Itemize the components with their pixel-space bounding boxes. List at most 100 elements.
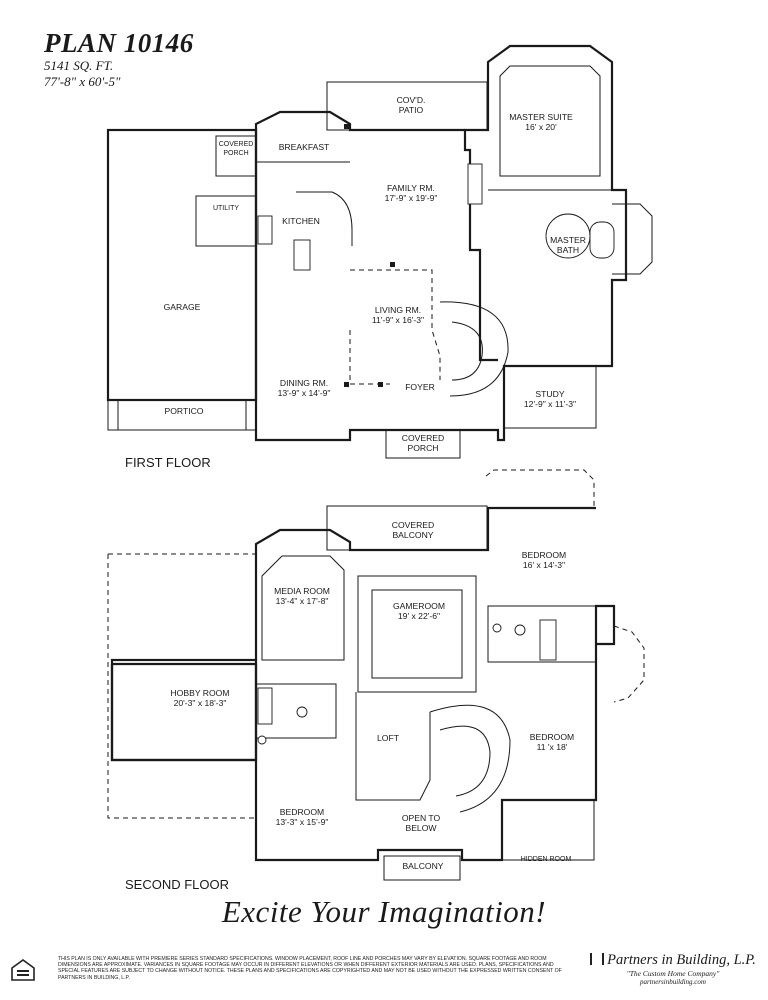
gameroom-outline: [357, 575, 477, 693]
open-to-below-label: OPEN TO: [402, 813, 441, 823]
bedroom-ne-label: BEDROOM: [522, 550, 566, 560]
front-porch-label: COVERED: [402, 433, 445, 443]
toilet-icon: [514, 624, 526, 636]
hobby-room-label: HOBBY ROOM: [170, 688, 229, 698]
covd-patio-label: COV'D.: [397, 95, 426, 105]
plan-header: PLAN 10146 5141 SQ. FT. 77'-8" x 60'-5": [44, 28, 194, 90]
loft-railing: [355, 692, 431, 801]
staircase-outer: [439, 301, 509, 397]
bathtub-icon: [589, 221, 615, 259]
column: [378, 382, 383, 387]
bathtub-icon: [257, 687, 273, 725]
front-balcony-outline: [383, 855, 461, 881]
gameroom-size: 19' x 22'-6": [398, 611, 440, 621]
plan-dimensions: 77'-8" x 60'-5": [44, 74, 121, 89]
master-suite-label: MASTER SUITE: [509, 112, 573, 122]
brand-name: Partners in Building, L.P.: [585, 952, 761, 969]
living-rm-label: LIVING RM.: [375, 305, 421, 315]
bedroom-e-label: BEDROOM: [530, 732, 574, 742]
sink-icon: [257, 735, 267, 745]
media-room-outline: [261, 555, 345, 661]
study-size: 12'-9" x 11'-3": [524, 399, 576, 409]
master-suite-tray: [499, 65, 601, 177]
bedroom-s-size: 13'-3" x 15'-9": [276, 817, 329, 827]
upper-stair-inner: [439, 725, 491, 797]
bath-bay-dashed: [613, 625, 645, 703]
range-icon: [257, 215, 273, 245]
master-bath-label: MASTER: [550, 235, 586, 245]
study-label: STUDY: [535, 389, 564, 399]
covered-balcony-label: COVERED: [392, 520, 435, 530]
breakfast-label: BREAKFAST: [279, 142, 330, 152]
plan-title: PLAN 10146: [44, 28, 194, 58]
dining-dashed-boundary: [349, 330, 390, 385]
garage-outline: [106, 128, 258, 402]
bedroom-bay-dashed: [485, 469, 595, 510]
open-to-below-size: BELOW: [405, 823, 437, 833]
bedroom-s-label: BEDROOM: [280, 807, 324, 817]
first-floor-plan: [106, 44, 653, 459]
column-logo-icon: [590, 953, 605, 965]
hobby-room-outline: [110, 658, 258, 762]
dining-rm-label: DINING RM.: [280, 378, 328, 388]
balcony-label: BALCONY: [402, 861, 443, 871]
hidden-room-label: HIDDEN ROOM: [521, 856, 572, 863]
staircase-inner: [451, 321, 483, 381]
utility-label: UTILITY: [213, 205, 239, 212]
side-porch-size: PORCH: [223, 150, 248, 157]
column: [344, 382, 349, 387]
kitchen-island-icon: [293, 239, 311, 271]
side-porch-label: COVERED: [219, 141, 254, 148]
column: [390, 262, 395, 267]
hobby-room-size: 20'-3" x 18'-3": [174, 698, 227, 708]
hidden-room-outline: [501, 799, 595, 861]
toilet-icon: [296, 706, 308, 718]
fireplace-icon: [467, 163, 483, 205]
master-bath-size: BATH: [557, 245, 579, 255]
first-floor-label: FIRST FLOOR: [125, 455, 211, 470]
breakfast-bay-wall: [254, 110, 465, 132]
brand-tagline: "The Custom Home Company": [626, 969, 720, 978]
brand-block: Partners in Building, L.P. "The Custom H…: [585, 952, 761, 987]
garage-label: GARAGE: [164, 302, 201, 312]
second-floor-plan: [107, 469, 645, 881]
study-outline: [503, 365, 597, 429]
master-suite-size: 16' x 20': [525, 122, 557, 132]
family-rm-label: FAMILY RM.: [387, 183, 435, 193]
first-floor-labels: COV'D. PATIO BREAKFAST COVERED PORCH MAS…: [125, 95, 586, 470]
loft-label: LOFT: [377, 733, 400, 743]
gameroom-tray: [371, 589, 463, 679]
second-floor-labels: COVERED BALCONY BEDROOM 16' x 14'-3" MED…: [125, 520, 574, 892]
bathtub-icon: [539, 619, 557, 661]
attic-dashed-outline: [107, 553, 257, 819]
equal-housing-icon: [11, 959, 35, 981]
covered-balcony-size: BALCONY: [392, 530, 433, 540]
disclaimer-text: This plan is only available with premier…: [58, 956, 562, 981]
media-room-label: MEDIA ROOM: [274, 586, 330, 596]
kitchen-counter: [296, 191, 353, 246]
front-porch-outline: [385, 429, 461, 459]
plan-sqft: 5141 SQ. FT.: [44, 58, 114, 73]
bedroom-bath-outline: [487, 605, 597, 663]
utility-outline: [195, 195, 257, 247]
bedroom-e-size: 11 'x 18': [537, 742, 568, 752]
column: [344, 124, 349, 129]
upper-stair-outer: [429, 704, 511, 813]
dining-rm-size: 13'-9" x 14'-9": [278, 388, 331, 398]
family-rm-size: 17'-9" x 19'-9": [385, 193, 438, 203]
foyer-label: FOYER: [405, 382, 435, 392]
master-bath-bay: [612, 203, 653, 275]
living-rm-size: 11'-9" x 16'-3": [372, 315, 424, 325]
sink-icon: [492, 623, 502, 633]
front-porch-size: PORCH: [407, 443, 438, 453]
media-room-size: 13'-4" x 17'-8": [276, 596, 329, 606]
portico-label: PORTICO: [165, 406, 204, 416]
bedroom-ne-size: 16' x 14'-3": [523, 560, 565, 570]
brand-url: partnersinbuilding.com: [640, 978, 706, 986]
covd-patio-size: PATIO: [399, 105, 424, 115]
kitchen-label: KITCHEN: [282, 216, 320, 226]
second-floor-label: SECOND FLOOR: [125, 877, 229, 892]
tagline: Excite Your Imagination!: [221, 894, 547, 929]
hall-bath-outline: [255, 683, 337, 739]
